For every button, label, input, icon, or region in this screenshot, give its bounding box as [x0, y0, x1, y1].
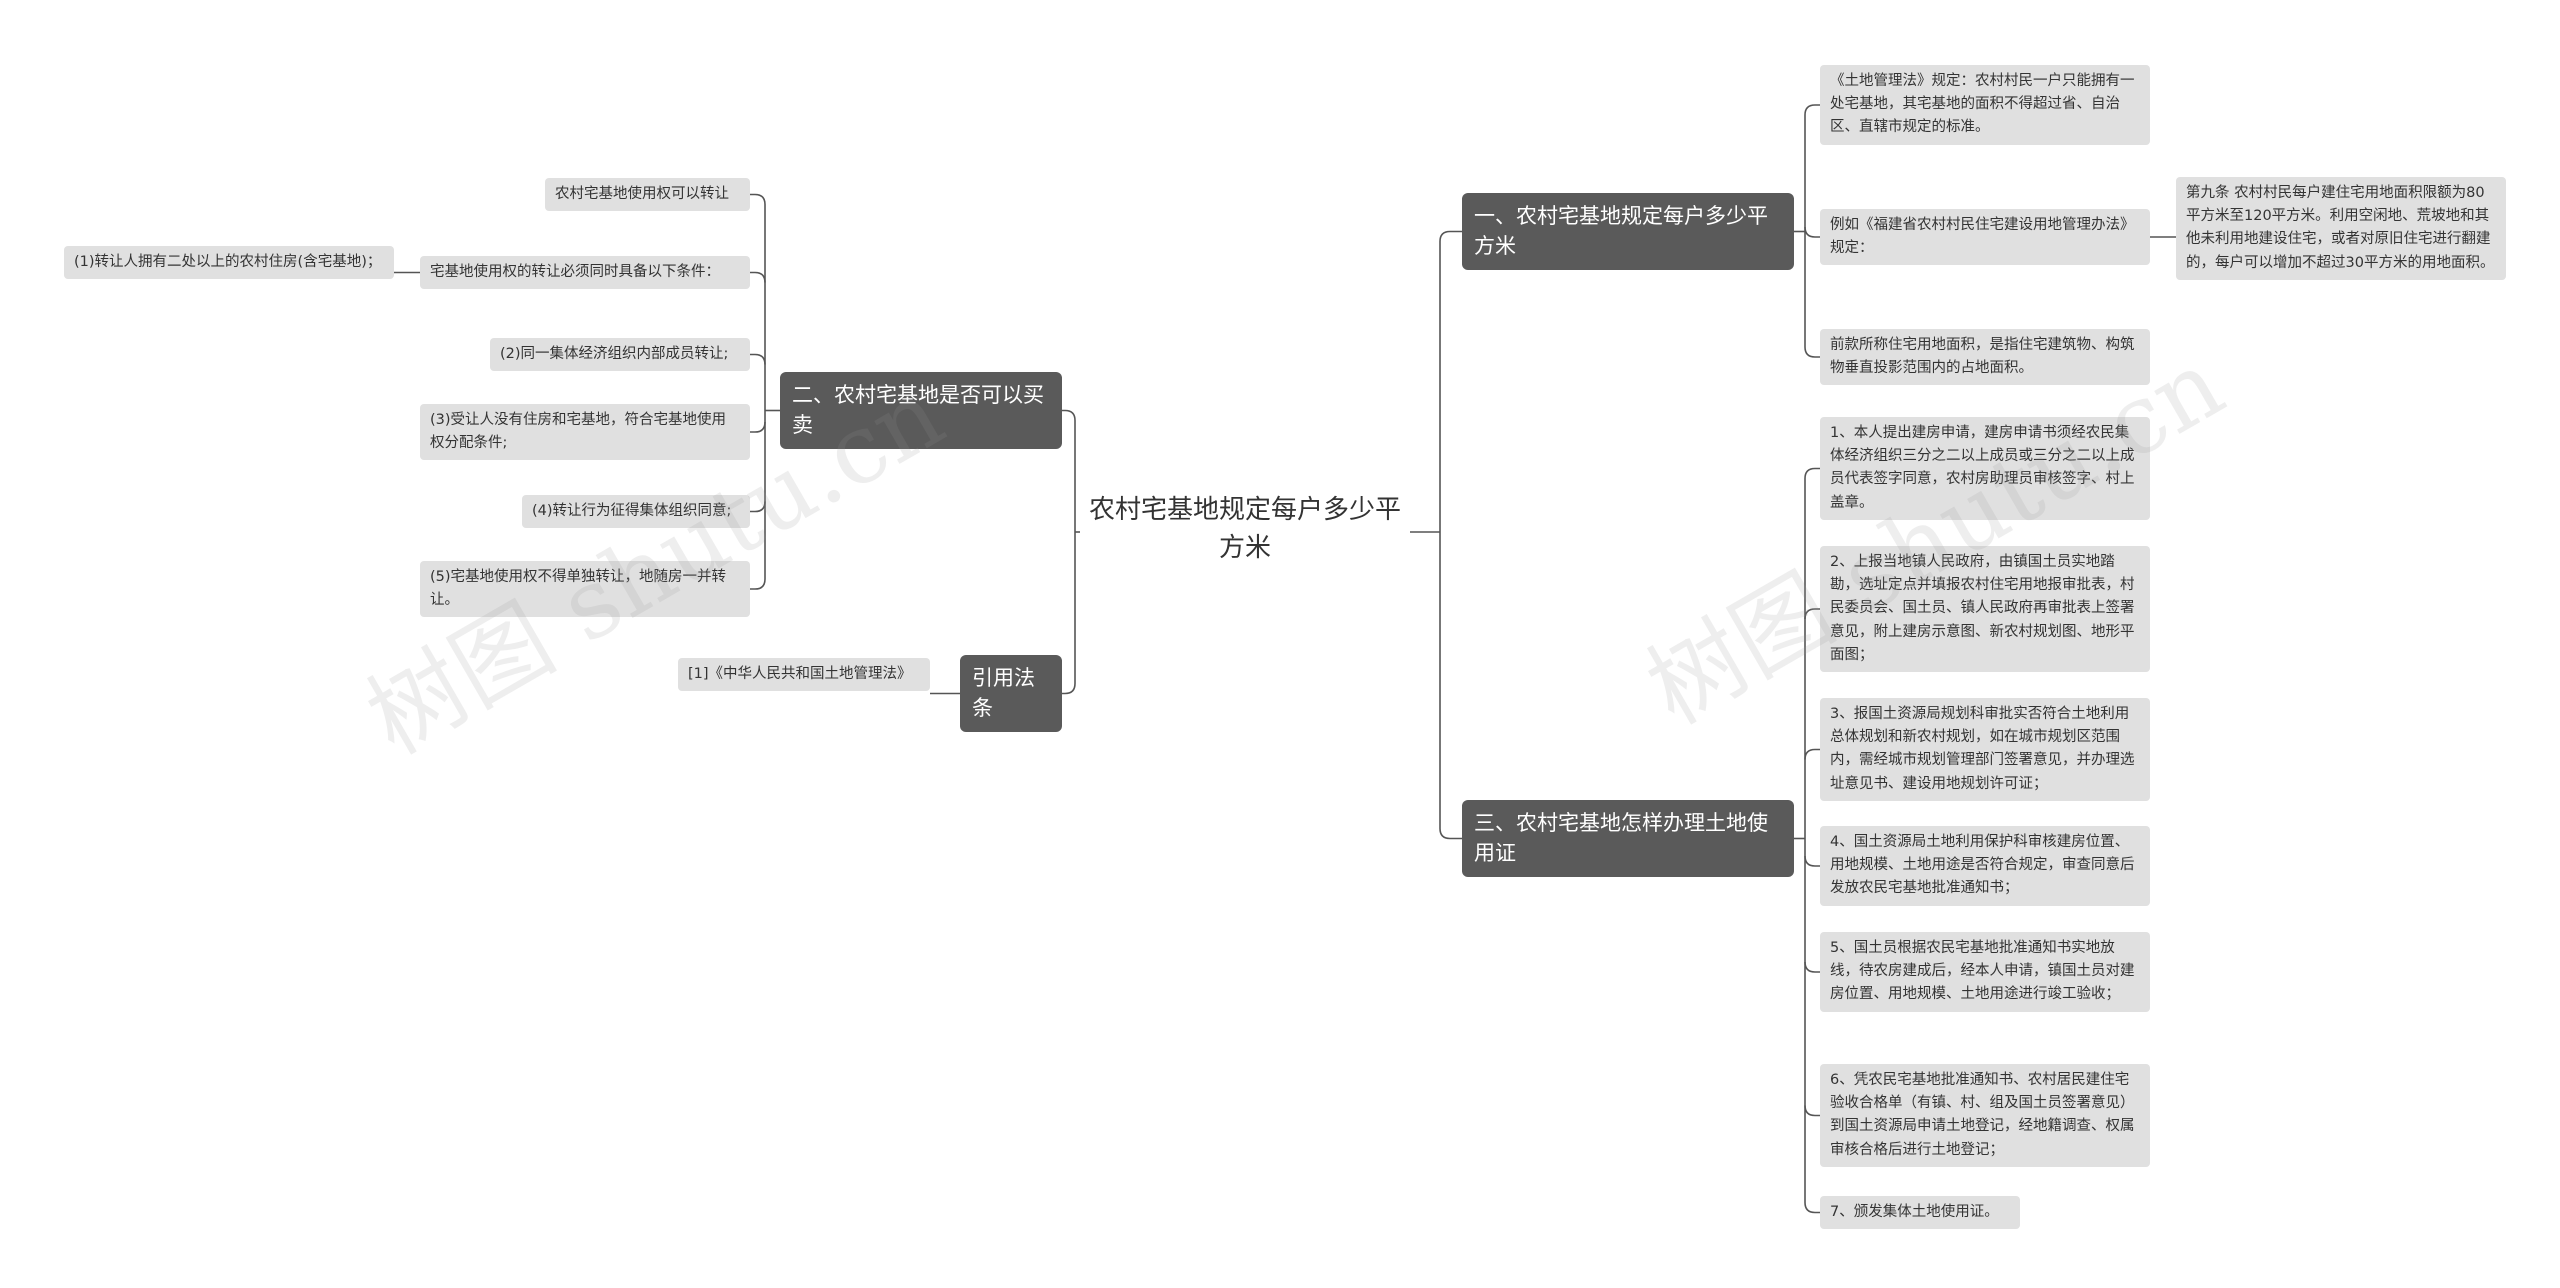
leaf-topic[interactable]: (2)同一集体经济组织内部成员转让;: [490, 338, 750, 372]
leaf-topic[interactable]: (4)转让行为征得集体组织同意;: [522, 495, 750, 529]
connector-line: [750, 421, 766, 433]
connector-line: [1804, 104, 1820, 116]
branch-topic-2[interactable]: 二、农村宅基地是否可以买卖: [780, 372, 1062, 449]
leaf-topic[interactable]: 3、报国土资源局规划科审批实否符合土地利用总体规划和新农村规划，如在城市规划区范…: [1820, 698, 2150, 801]
branch-topic-3[interactable]: 三、农村宅基地怎样办理土地使用证: [1462, 800, 1794, 877]
connector-line: [750, 578, 766, 590]
branch-topic-1[interactable]: 一、农村宅基地规定每户多少平方米: [1462, 193, 1794, 270]
connector-line: [750, 353, 766, 365]
leaf-topic[interactable]: 5、国土员根据农民宅基地批准通知书实地放线，待农房建成后，经本人申请，镇国土员对…: [1820, 932, 2150, 1012]
connector-line: [1804, 961, 1820, 973]
connector-line: [1804, 1105, 1820, 1117]
connector-line: [1804, 748, 1820, 760]
connector-line: [1804, 855, 1820, 867]
connector-line: [750, 271, 766, 283]
leaf-topic[interactable]: 宅基地使用权的转让必须同时具备以下条件：: [420, 256, 750, 290]
connector-line: [1439, 828, 1462, 840]
connector-line: [1804, 226, 1820, 238]
connector-line: [1439, 230, 1462, 242]
leaf-topic[interactable]: 农村宅基地使用权可以转让: [545, 178, 750, 212]
connector-line: [750, 193, 766, 205]
leaf-topic[interactable]: (5)宅基地使用权不得单独转让，地随房一并转让。: [420, 561, 750, 618]
leaf-topic[interactable]: 1、本人提出建房申请，建房申请书须经农民集体经济组织三分之二以上成员或三分之二以…: [1820, 417, 2150, 520]
leaf-topic[interactable]: 第九条 农村村民每户建住宅用地面积限额为80平方米至120平方米。利用空闲地、荒…: [2176, 177, 2506, 280]
leaf-topic[interactable]: (3)受让人没有住房和宅基地，符合宅基地使用权分配条件;: [420, 404, 750, 461]
branch-topic-cite[interactable]: 引用法条: [960, 655, 1062, 732]
connector-line: [750, 501, 766, 513]
connector-line: [1804, 346, 1820, 358]
leaf-topic[interactable]: 例如《福建省农村村民住宅建设用地管理办法》规定：: [1820, 209, 2150, 266]
leaf-topic[interactable]: (1)转让人拥有二处以上的农村住房(含宅基地)；: [64, 246, 394, 280]
leaf-topic[interactable]: [1]《中华人民共和国土地管理法》: [678, 658, 930, 692]
leaf-topic[interactable]: 4、国土资源局土地利用保护科审核建房位置、用地规模、土地用途是否符合规定，审查同…: [1820, 826, 2150, 906]
connector-line: [1062, 683, 1076, 695]
connector-line: [1804, 608, 1820, 620]
connector-line: [1804, 1202, 1820, 1214]
connector-line: [1062, 409, 1076, 421]
connector-line: [1804, 467, 1820, 479]
leaf-topic[interactable]: 2、上报当地镇人民政府，由镇国土员实地踏勘，选址定点并填报农村住宅用地报审批表，…: [1820, 546, 2150, 672]
leaf-topic[interactable]: 《土地管理法》规定：农村村民一户只能拥有一处宅基地，其宅基地的面积不得超过省、自…: [1820, 65, 2150, 145]
leaf-topic[interactable]: 前款所称住宅用地面积，是指住宅建筑物、构筑物垂直投影范围内的占地面积。: [1820, 329, 2150, 386]
leaf-topic[interactable]: 7、颁发集体土地使用证。: [1820, 1196, 2020, 1230]
root-topic[interactable]: 农村宅基地规定每户多少平方米: [1088, 495, 1401, 563]
leaf-topic[interactable]: 6、凭农民宅基地批准通知书、农村居民建住宅验收合格单（有镇、村、组及国土员签署意…: [1820, 1064, 2150, 1167]
